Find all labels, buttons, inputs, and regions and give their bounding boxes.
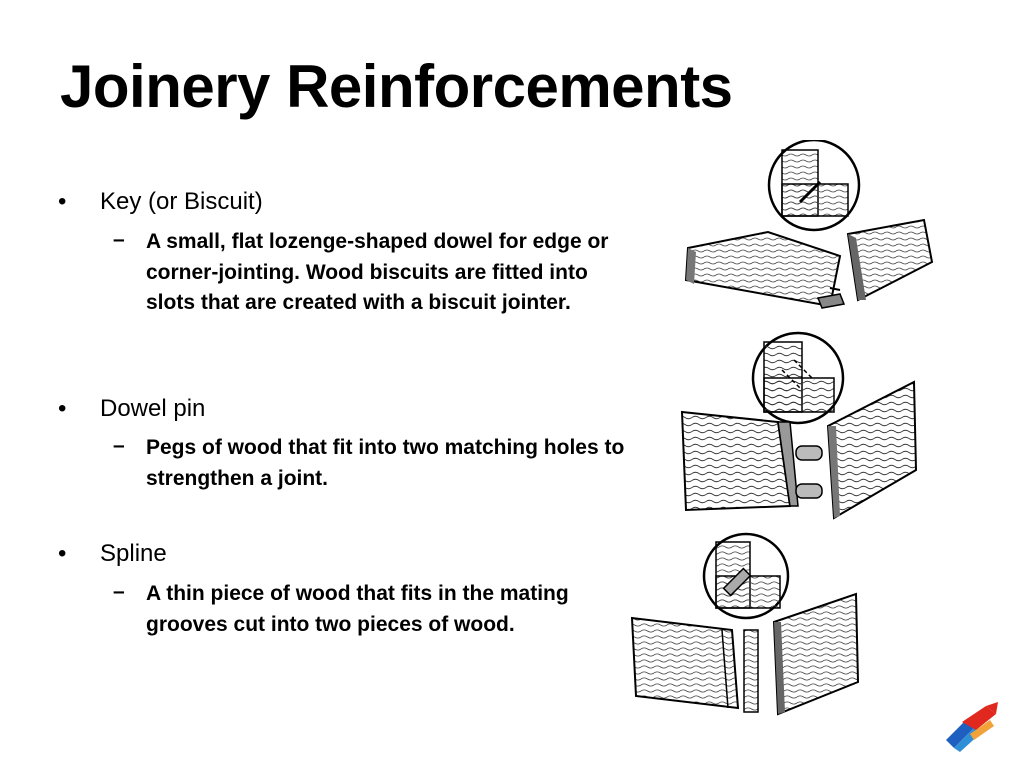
bullet-detail-key: A small, flat lozenge-shaped dowel for e…: [146, 230, 609, 314]
sub-dash-marker: –: [113, 434, 125, 457]
bullet-marker: •: [58, 395, 67, 422]
bullet-marker: •: [58, 540, 67, 567]
dowel-joint-illustration: [680, 331, 918, 520]
bullet-label-key: Key (or Biscuit): [100, 188, 263, 215]
sub-dash-marker: –: [113, 228, 125, 251]
presentation-logo-icon: [946, 702, 998, 752]
spline-joint-illustration: [630, 532, 860, 716]
sub-dash-marker: –: [113, 580, 125, 603]
bullet-list: • Key (or Biscuit) – A small, flat lozen…: [58, 188, 625, 636]
biscuit-joint-illustration: [684, 140, 934, 309]
bullet-label-dowel: Dowel pin: [100, 395, 206, 422]
bullet-marker: •: [58, 188, 67, 215]
bullet-detail-dowel: Pegs of wood that fit into two matching …: [146, 436, 625, 490]
bullet-label-spline: Spline: [100, 540, 167, 567]
slide-title: Joinery Reinforcements: [60, 53, 733, 120]
bullet-detail-spline: A thin piece of wood that fits in the ma…: [146, 582, 569, 636]
